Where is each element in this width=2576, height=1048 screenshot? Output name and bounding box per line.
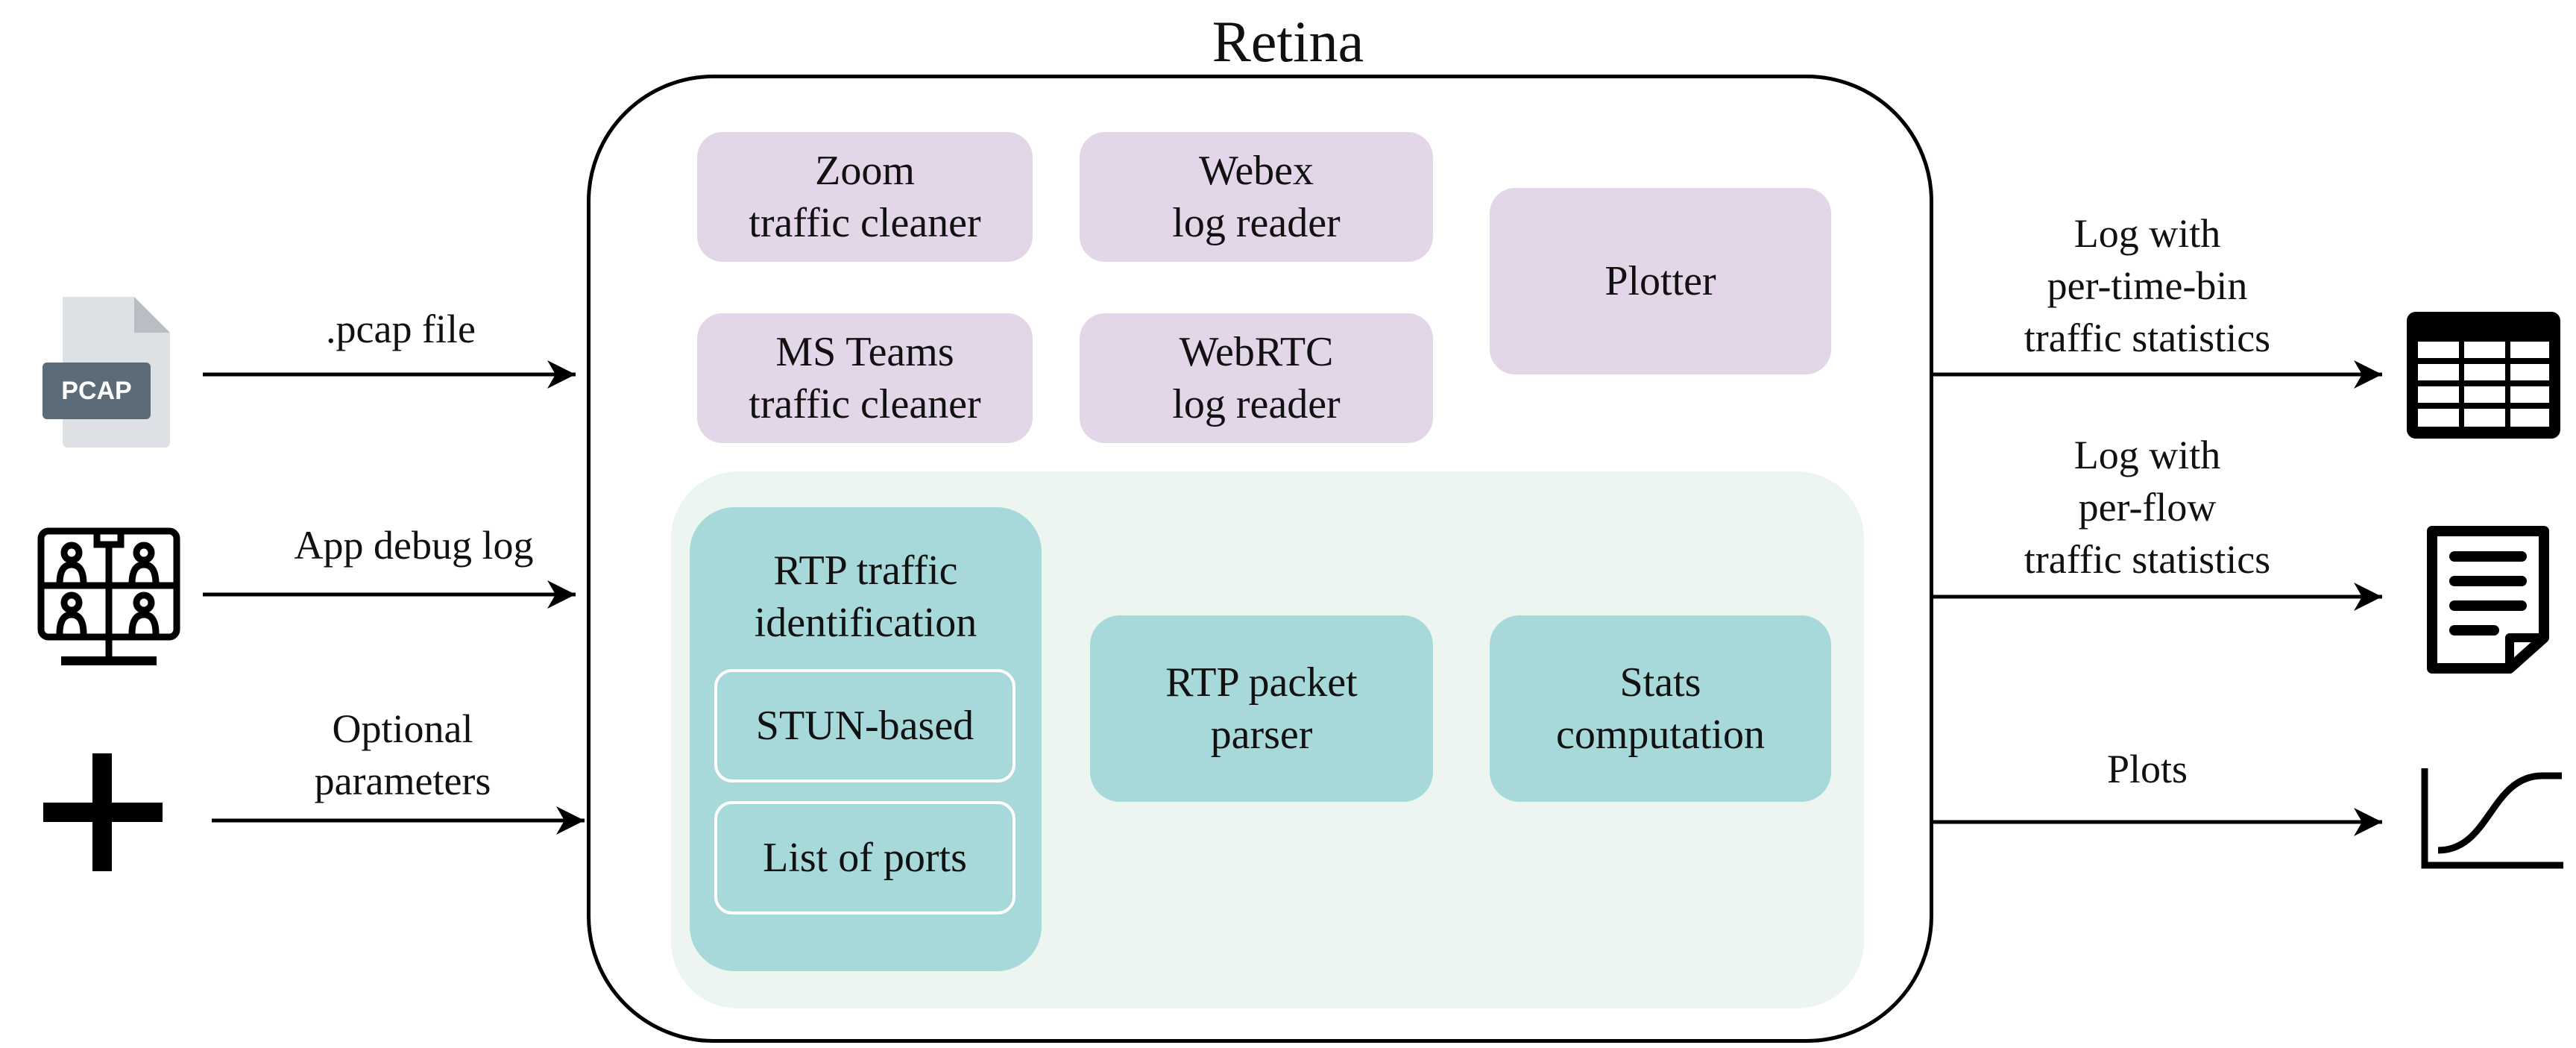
zoom-line-1: Zoom xyxy=(815,148,915,194)
retina-container xyxy=(587,75,1933,1043)
webrtc-log-reader-box: WebRTC log reader xyxy=(1080,313,1433,443)
plots-output-label: Plots xyxy=(1968,743,2326,795)
flow-line-1: Log with xyxy=(2073,433,2221,477)
webex-line-1: Webex xyxy=(1198,148,1314,194)
rtp-id-line-1: RTP traffic xyxy=(773,547,958,594)
plus-icon xyxy=(43,753,163,871)
plot-icon xyxy=(2421,768,2563,869)
flow-line-3: traffic statistics xyxy=(2024,537,2271,582)
optional-params-input-arrow xyxy=(212,806,585,835)
stun-based-box: STUN-based xyxy=(714,669,1015,782)
list-of-ports-box: List of ports xyxy=(714,801,1015,914)
time-bin-line-2: per-time-bin xyxy=(2047,263,2248,308)
ports-label: List of ports xyxy=(763,835,967,881)
diagram-title: Retina xyxy=(1212,9,1364,74)
webrtc-line-2: log reader xyxy=(1172,381,1341,427)
plots-output-arrow xyxy=(1933,808,2382,836)
pcap-input-arrow xyxy=(203,360,576,389)
stats-line-2: computation xyxy=(1556,712,1765,758)
table-icon xyxy=(2407,312,2560,439)
rtp-packet-parser-box: RTP packet parser xyxy=(1090,615,1433,802)
plotter-label: Plotter xyxy=(1605,258,1716,304)
flow-output-arrow xyxy=(1933,583,2382,611)
app-debug-log-label: App debug log xyxy=(294,523,534,568)
parser-line-1: RTP packet xyxy=(1165,659,1358,706)
teams-line-1: MS Teams xyxy=(775,329,954,375)
zoom-traffic-cleaner-box: Zoom traffic cleaner xyxy=(697,132,1033,262)
rtp-id-line-2: identification xyxy=(754,600,977,646)
pcap-file-icon xyxy=(42,297,170,448)
time-bin-output-arrow xyxy=(1933,360,2382,389)
flow-line-2: per-flow xyxy=(2078,485,2217,530)
stats-computation-box: Stats computation xyxy=(1490,615,1831,802)
webrtc-line-1: WebRTC xyxy=(1179,329,1334,375)
parser-line-2: parser xyxy=(1210,712,1313,758)
teams-line-2: traffic cleaner xyxy=(749,381,981,427)
webex-line-2: log reader xyxy=(1172,200,1341,246)
plotter-box: Plotter xyxy=(1490,188,1831,374)
optional-parameters-label: Optional parameters xyxy=(268,703,537,807)
debug-log-input-arrow xyxy=(203,580,576,609)
stun-label: STUN-based xyxy=(755,703,974,749)
zoom-line-2: traffic cleaner xyxy=(749,200,981,246)
pcap-badge-label: PCAP xyxy=(61,376,132,405)
time-bin-line-1: Log with xyxy=(2073,211,2221,256)
time-bin-line-3: traffic statistics xyxy=(2024,316,2271,360)
document-icon xyxy=(2427,526,2549,674)
optional-line-2: parameters xyxy=(314,759,491,803)
rtp-traffic-identification-box xyxy=(690,507,1042,971)
stats-line-1: Stats xyxy=(1619,659,1701,706)
webex-log-reader-box: Webex log reader xyxy=(1080,132,1433,262)
pcap-file-label: .pcap file xyxy=(326,307,476,351)
time-bin-output-label: Log with per-time-bin traffic statistics xyxy=(1968,207,2326,364)
ms-teams-traffic-cleaner-box: MS Teams traffic cleaner xyxy=(697,313,1033,443)
optional-line-1: Optional xyxy=(332,706,473,751)
rtp-identification-label: RTP traffic identification xyxy=(690,545,1042,649)
video-conference-icon xyxy=(37,527,180,665)
plots-line-1: Plots xyxy=(2106,747,2188,791)
flow-output-label: Log with per-flow traffic statistics xyxy=(1968,429,2326,586)
